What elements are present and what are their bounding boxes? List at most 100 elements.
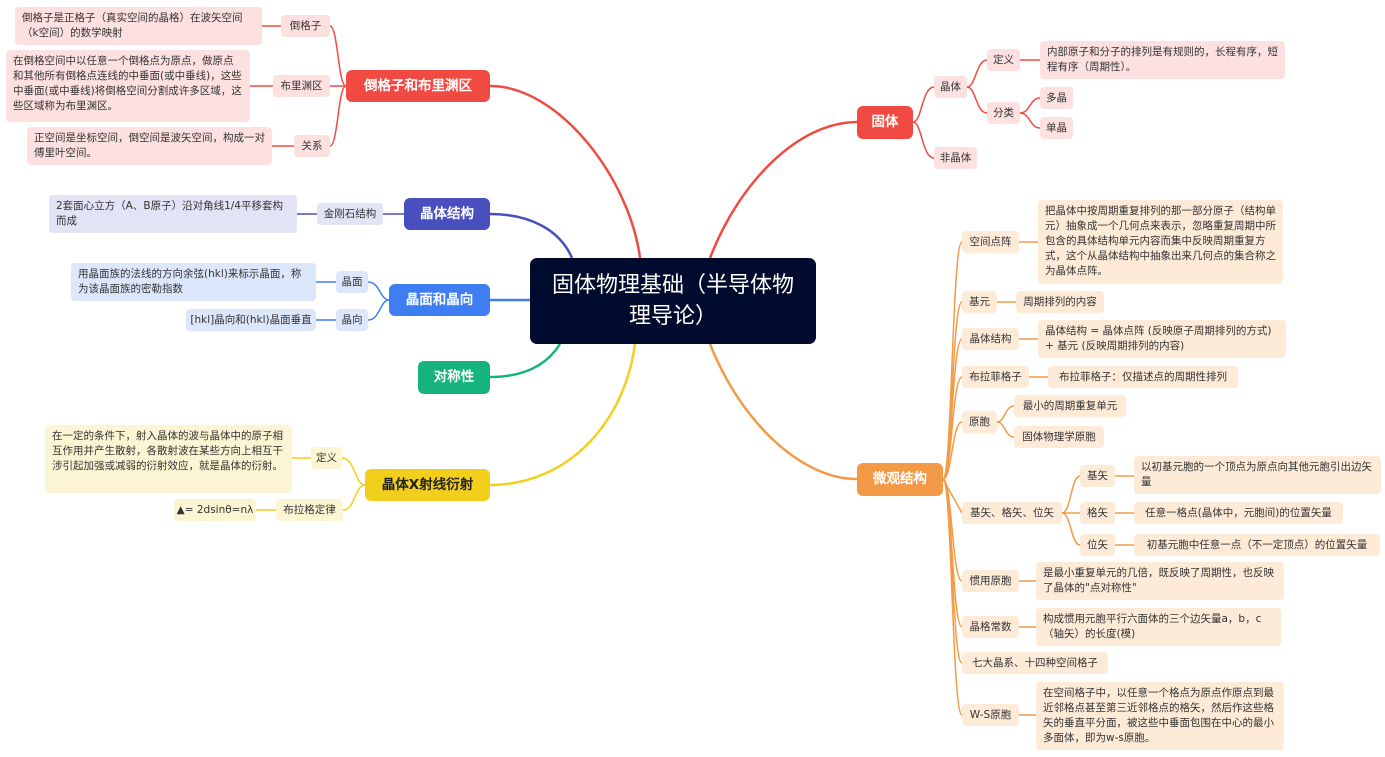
node-bravais-lattice-label: 布拉菲格子 xyxy=(969,370,1022,383)
desc-crystal-direction: [hkl]晶向和(hkl)晶面垂直 xyxy=(186,309,316,331)
node-space-lattice[interactable]: 空间点阵 xyxy=(962,231,1019,253)
node-smallest-unit-label: 最小的周期重复单元 xyxy=(1022,399,1118,412)
desc-relation: 正空间是坐标空间，倒空间是波矢空间，构成一对傅里叶空间。 xyxy=(27,127,272,165)
desc-lattice-vector: 任意一格点(晶体中，元胞间)的位置矢量 xyxy=(1134,502,1343,524)
node-polycrystal[interactable]: 多晶 xyxy=(1040,87,1073,109)
central-topic-label: 固体物理基础（半导体物理导论） xyxy=(551,273,794,329)
node-diffraction-definition[interactable]: 定义 xyxy=(311,447,342,469)
node-lattice-vector[interactable]: 格矢 xyxy=(1080,502,1115,524)
node-space-lattice-label: 空间点阵 xyxy=(969,235,1012,248)
desc-lattice-constant: 构成惯用元胞平行六面体的三个边矢量a，b，c（轴矢）的长度(模) xyxy=(1036,608,1281,646)
node-classification[interactable]: 分类 xyxy=(987,102,1020,124)
node-bragg-law-label: 布拉格定律 xyxy=(283,503,336,516)
node-relation-label: 关系 xyxy=(301,139,323,152)
node-single-crystal[interactable]: 单晶 xyxy=(1040,117,1073,139)
branch-symmetry[interactable]: 对称性 xyxy=(418,361,490,394)
node-seven-systems[interactable]: 七大晶系、十四种空间格子 xyxy=(962,652,1108,674)
node-basis[interactable]: 基元 xyxy=(962,291,997,313)
node-lattice-constant[interactable]: 晶格常数 xyxy=(962,616,1019,638)
node-diamond-structure[interactable]: 金刚石结构 xyxy=(317,203,383,225)
node-solid-physics-cell-label: 固体物理学原胞 xyxy=(1022,430,1096,443)
node-primitive-cell-label: 原胞 xyxy=(969,415,990,428)
node-ws-cell[interactable]: W-S原胞 xyxy=(962,704,1019,726)
branch-reciprocal-lattice-label: 倒格子和布里渊区 xyxy=(364,77,472,94)
node-solid-physics-cell[interactable]: 固体物理学原胞 xyxy=(1014,426,1104,448)
node-position-vector[interactable]: 位矢 xyxy=(1080,534,1115,556)
desc-diffraction-definition: 在一定的条件下，射入晶体的波与晶体中的原子相互作用并产生散射，各散射波在某些方向… xyxy=(45,425,292,493)
desc-basis-text: 周期排列的内容 xyxy=(1023,295,1097,308)
desc-bravais-lattice: 布拉菲格子：仅描述点的周期性排列 xyxy=(1048,366,1238,388)
node-conventional-cell-label: 惯用原胞 xyxy=(969,574,1012,587)
desc-position-vector: 初基元胞中任意一点（不一定顶点）的位置矢量 xyxy=(1134,534,1380,556)
desc-diamond-structure: 2套面心立方（A、B原子）沿对角线1/4平移套构而成 xyxy=(49,195,297,233)
node-solid-definition-label: 定义 xyxy=(993,53,1014,66)
branch-plane-direction[interactable]: 晶面和晶向 xyxy=(389,284,490,316)
desc-conventional-cell: 是最小重复单元的几倍，既反映了周期性，也反映了晶体的"点对称性" xyxy=(1036,562,1284,600)
branch-crystal-structure[interactable]: 晶体结构 xyxy=(404,198,490,230)
node-primitive-cell[interactable]: 原胞 xyxy=(962,411,997,433)
node-diffraction-definition-label: 定义 xyxy=(316,451,337,464)
node-crystal-direction-label: 晶向 xyxy=(341,313,363,326)
node-amorphous[interactable]: 非晶体 xyxy=(934,147,977,169)
node-position-vector-label: 位矢 xyxy=(1087,538,1108,551)
desc-crystal-plane: 用晶面族的法线的方向余弦(hkl)来标示晶面，称为该晶面族的密勒指数 xyxy=(71,263,316,301)
desc-bragg-law: ▲= 2dsinθ=nλ xyxy=(174,499,256,521)
desc-bragg-law-text: ▲= 2dsinθ=nλ xyxy=(176,503,254,516)
branch-xray-diffraction-label: 晶体X射线衍射 xyxy=(381,476,474,493)
node-crystal-plane-label: 晶面 xyxy=(341,275,363,288)
node-basis-vector-label: 基矢 xyxy=(1087,469,1108,482)
node-crystal-structure-formula[interactable]: 晶体结构 xyxy=(962,328,1019,350)
desc-reciprocal: 倒格子是正格子（真实空间的晶格）在波矢空间（k空间）的数学映射 xyxy=(15,7,262,45)
node-conventional-cell[interactable]: 惯用原胞 xyxy=(962,570,1019,592)
desc-crystal-direction-text: [hkl]晶向和(hkl)晶面垂直 xyxy=(190,313,312,326)
node-crystal-direction[interactable]: 晶向 xyxy=(336,309,368,331)
node-brillouin-zone-label: 布里渊区 xyxy=(280,79,323,92)
desc-solid-definition: 内部原子和分子的排列是有规则的，长程有序，短程有序（周期性）。 xyxy=(1040,41,1285,79)
node-bragg-law[interactable]: 布拉格定律 xyxy=(276,499,343,521)
node-bravais-lattice[interactable]: 布拉菲格子 xyxy=(962,366,1029,388)
desc-crystal-structure-formula: 晶体结构 = 晶体点阵 (反映原子周期排列的方式) + 基元 (反映周期排列的内… xyxy=(1038,320,1286,358)
node-brillouin-zone[interactable]: 布里渊区 xyxy=(273,75,330,97)
branch-crystal-structure-label: 晶体结构 xyxy=(420,205,474,222)
branch-plane-direction-label: 晶面和晶向 xyxy=(405,291,474,308)
node-diamond-structure-label: 金刚石结构 xyxy=(323,207,377,220)
central-topic[interactable]: 固体物理基础（半导体物理导论） xyxy=(530,258,816,344)
node-crystal-label: 晶体 xyxy=(940,80,961,93)
branch-microstructure[interactable]: 微观结构 xyxy=(857,463,943,496)
node-basis-vector[interactable]: 基矢 xyxy=(1080,465,1115,487)
desc-brillouin-zone: 在倒格空间中以任意一个倒格点为原点，做原点和其他所有倒格点连线的中垂面(或中垂线… xyxy=(6,50,250,122)
branch-symmetry-label: 对称性 xyxy=(433,369,475,385)
node-basis-label: 基元 xyxy=(969,295,990,308)
desc-position-vector-text: 初基元胞中任意一点（不一定顶点）的位置矢量 xyxy=(1146,538,1368,551)
node-reciprocal[interactable]: 倒格子 xyxy=(281,15,330,37)
node-lattice-vector-label: 格矢 xyxy=(1087,506,1108,519)
branch-solid[interactable]: 固体 xyxy=(857,106,913,139)
desc-bravais-lattice-text: 布拉菲格子：仅描述点的周期性排列 xyxy=(1059,370,1227,383)
node-crystal[interactable]: 晶体 xyxy=(934,76,967,98)
node-seven-systems-label: 七大晶系、十四种空间格子 xyxy=(972,656,1098,669)
desc-ws-cell: 在空间格子中，以任意一个格点为原点作原点到最近邻格点甚至第三近邻格点的格矢，然后… xyxy=(1036,682,1284,750)
desc-basis: 周期排列的内容 xyxy=(1016,291,1104,313)
node-classification-label: 分类 xyxy=(993,106,1014,119)
desc-lattice-vector-text: 任意一格点(晶体中，元胞间)的位置矢量 xyxy=(1145,506,1332,519)
node-single-crystal-label: 单晶 xyxy=(1046,121,1067,134)
desc-space-lattice: 把晶体中按周期重复排列的那一部分原子（结构单元）抽象成一个几何点来表示，忽略重复… xyxy=(1038,200,1283,284)
branch-reciprocal-lattice[interactable]: 倒格子和布里渊区 xyxy=(346,70,490,102)
node-solid-definition[interactable]: 定义 xyxy=(987,49,1020,71)
node-crystal-plane[interactable]: 晶面 xyxy=(336,271,368,293)
node-amorphous-label: 非晶体 xyxy=(939,151,972,164)
node-vectors[interactable]: 基矢、格矢、位矢 xyxy=(962,502,1062,524)
node-polycrystal-label: 多晶 xyxy=(1046,91,1067,104)
branch-xray-diffraction[interactable]: 晶体X射线衍射 xyxy=(365,469,490,501)
node-crystal-structure-formula-label: 晶体结构 xyxy=(969,332,1012,345)
node-reciprocal-label: 倒格子 xyxy=(289,19,322,32)
node-lattice-constant-label: 晶格常数 xyxy=(969,620,1012,633)
node-smallest-unit[interactable]: 最小的周期重复单元 xyxy=(1014,395,1126,417)
desc-basis-vector: 以初基元胞的一个顶点为原点向其他元胞引出边矢量 xyxy=(1134,456,1381,494)
node-vectors-label: 基矢、格矢、位矢 xyxy=(970,506,1054,519)
branch-microstructure-label: 微观结构 xyxy=(873,471,927,487)
node-relation[interactable]: 关系 xyxy=(294,135,330,157)
node-ws-cell-label: W-S原胞 xyxy=(969,708,1012,721)
branch-solid-label: 固体 xyxy=(871,114,899,130)
